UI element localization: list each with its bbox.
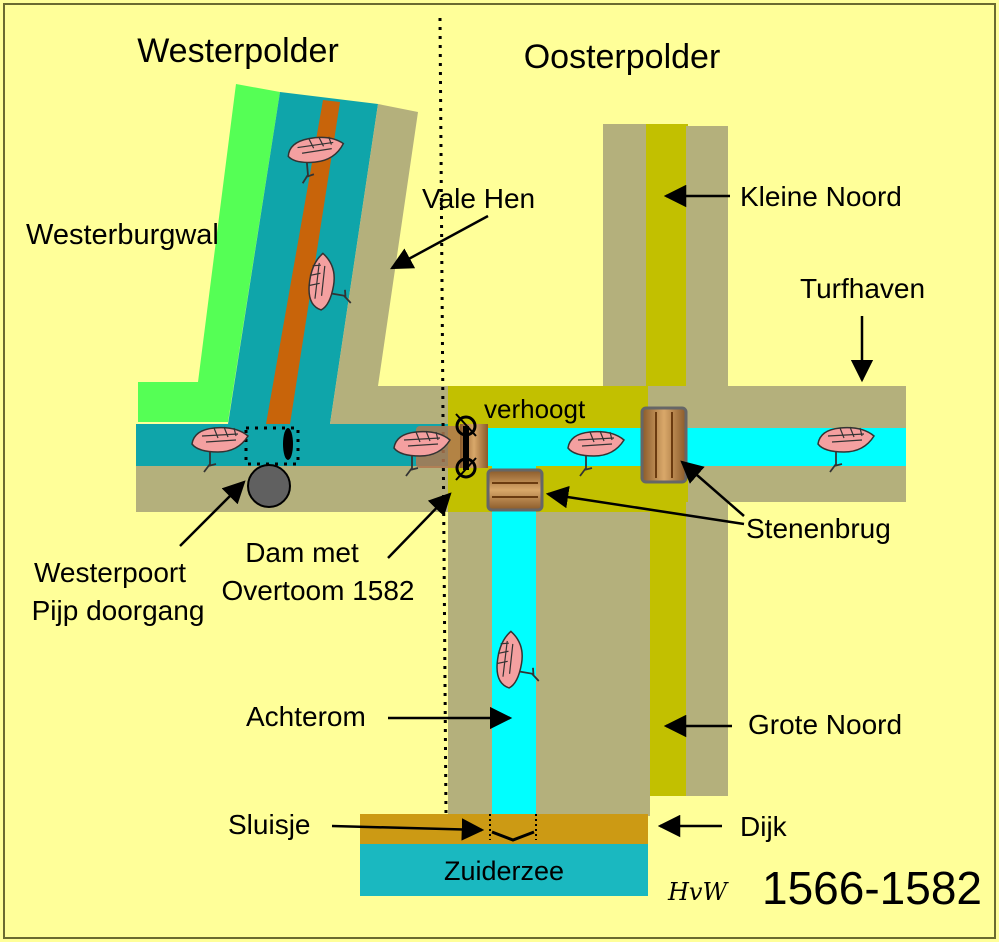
- arrow-vale-hen: [390, 214, 489, 270]
- label-achterom: Achterom: [246, 701, 366, 732]
- label-westerpoort-2: Pijp doorgang: [32, 595, 205, 626]
- kleine-noord-raised: [646, 124, 688, 386]
- arrow-stenenbrug-bottom: [545, 485, 745, 526]
- kleine-noord-land-right: [686, 126, 728, 386]
- frame-border: [3, 3, 996, 939]
- gate-icon: [244, 426, 300, 508]
- westerburgwal-green-strip: [138, 84, 280, 422]
- label-verhoogt: verhoogt: [484, 394, 586, 424]
- kleine-noord-land-left: [603, 124, 649, 386]
- west-horizontal-land: [136, 466, 448, 512]
- label-dam-2: Overtoom 1582: [222, 575, 415, 606]
- west-center-path: [266, 100, 340, 424]
- label-turfhaven: Turfhaven: [800, 273, 925, 304]
- label-sluisje: Sluisje: [228, 809, 310, 840]
- turfhaven-land-top: [648, 386, 906, 428]
- region-label-west: Westerpolder: [137, 32, 339, 70]
- arrow-sluisje: [331, 818, 485, 841]
- arrow-westerpoort: [179, 480, 246, 547]
- dam-icon: [416, 413, 488, 481]
- period-label: 1566-1582: [762, 862, 982, 914]
- region-label-east: Oosterpolder: [524, 38, 721, 76]
- signature: HvW: [667, 878, 729, 906]
- arrow-dam: [387, 492, 452, 559]
- label-zuiderzee: Zuiderzee: [444, 856, 564, 886]
- zuiderzee-sea: [360, 844, 648, 896]
- grote-noord-land: [686, 502, 728, 796]
- label-kleine-noord: Kleine Noord: [740, 181, 902, 212]
- arrow-stenenbrug-top: [680, 460, 745, 517]
- label-dijk: Dijk: [740, 811, 788, 842]
- label-westerburgwal: Westerburgwal: [26, 219, 219, 251]
- achterom-land-right: [536, 512, 650, 816]
- label-vale-hen: Vale Hen: [422, 183, 535, 214]
- label-grote-noord: Grote Noord: [748, 709, 902, 740]
- grote-noord-raised: [648, 466, 688, 796]
- label-westerpoort-1: Westerpoort: [34, 557, 186, 588]
- achterom-land-left: [448, 512, 494, 816]
- bridge-icon: [486, 468, 544, 512]
- bridge-icon: [640, 406, 688, 484]
- vale-hen-land: [330, 104, 448, 424]
- label-stenenbrug: Stenenbrug: [746, 513, 891, 544]
- label-dam-1: Dam met: [245, 537, 359, 568]
- sluisje-icon: [489, 814, 537, 842]
